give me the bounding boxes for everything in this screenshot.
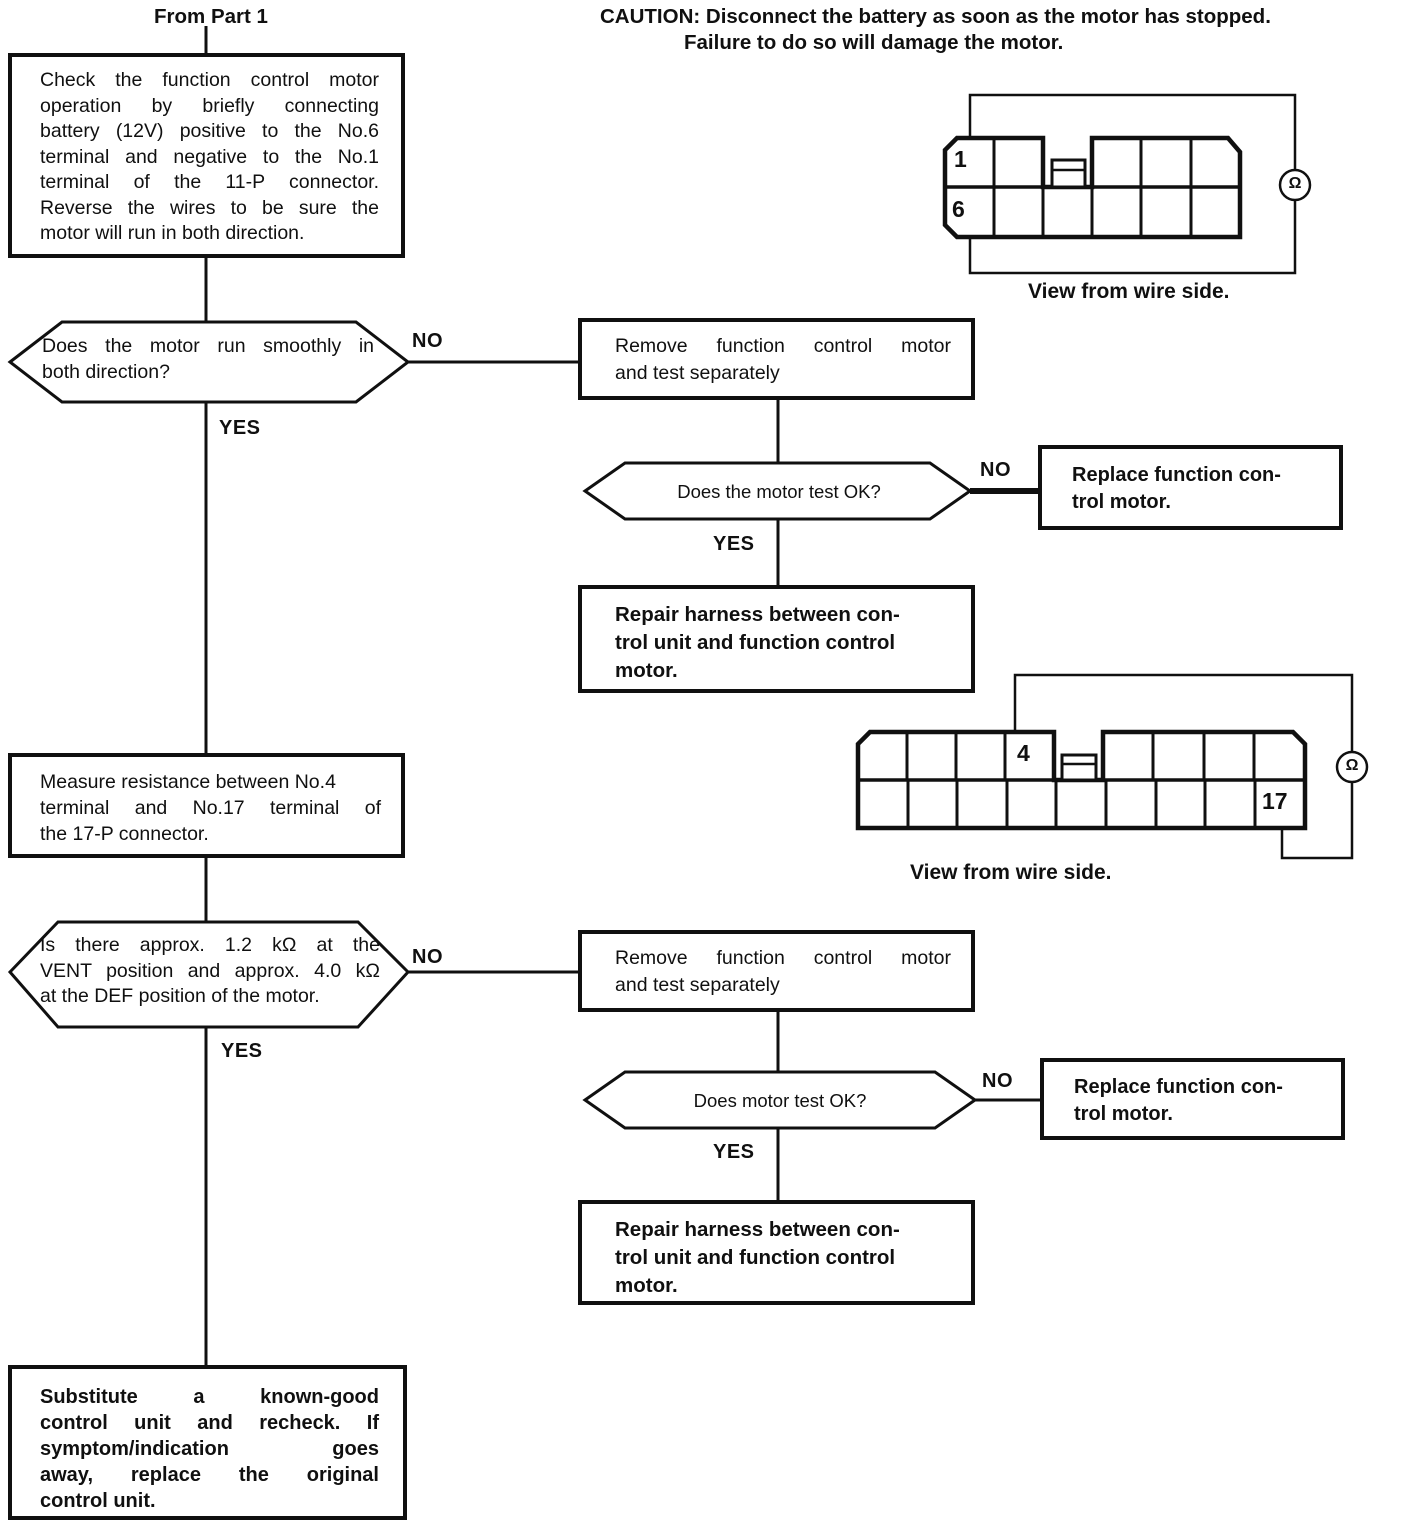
no-label-2: NO xyxy=(980,459,1011,481)
step-line: Measure resistance between No.4 xyxy=(40,771,336,793)
decision-line: at the DEF position of the motor. xyxy=(40,985,320,1007)
pin-4-label: 4 xyxy=(1017,740,1030,766)
decision-resistance: Is there approx. 1.2 kΩ at the VENT posi… xyxy=(40,933,380,1010)
step-line: Check the function control motor xyxy=(40,69,379,91)
from-part-label: From Part 1 xyxy=(154,5,268,28)
step-line: terminal and negative to the No.1 xyxy=(40,145,379,168)
decision-line: Does the motor run smoothly in xyxy=(42,335,374,357)
step-line: Remove function control motor xyxy=(615,335,951,357)
ohmmeter-icon xyxy=(1278,168,1312,202)
step-measure-resistance: Measure resistance between No.4 terminal… xyxy=(8,753,405,858)
action-line: trol unit and function control xyxy=(615,1246,896,1269)
no-label-1: NO xyxy=(412,330,443,352)
pin-17-label: 17 xyxy=(1262,788,1288,814)
ohmmeter-icon xyxy=(1335,750,1369,784)
yes-label-2: YES xyxy=(713,533,755,555)
hexagon-resistance xyxy=(7,920,411,1029)
step-line: motor will run in both direction. xyxy=(40,222,305,244)
yes-label-3: YES xyxy=(221,1040,263,1062)
step-line: operation by briefly connecting xyxy=(40,94,379,117)
decision-run-smoothly: Does the motor run smoothly in both dire… xyxy=(42,333,374,385)
action-line: motor. xyxy=(615,1274,678,1297)
step-line: Remove function control motor xyxy=(615,947,951,969)
action-line: Replace function con- xyxy=(1074,1076,1283,1098)
no-label-4: NO xyxy=(982,1070,1013,1092)
action-line: trol motor. xyxy=(1072,491,1171,513)
caution-note: CAUTION: Disconnect the battery as soon … xyxy=(600,4,1408,56)
hexagon-run-smoothly xyxy=(7,320,411,404)
action-replace-motor-1: Replace function con- trol motor. xyxy=(1038,445,1343,530)
action-line: Substitute a known-good xyxy=(40,1386,379,1408)
step-remove-motor-1: Remove function control motor and test s… xyxy=(578,318,975,400)
decision-line: VENT position and approx. 4.0 kΩ xyxy=(40,959,380,982)
connector-key-tab xyxy=(1050,158,1087,189)
decision-motor-test-2: Does motor test OK? xyxy=(693,1090,867,1111)
yes-label-1: YES xyxy=(219,417,261,439)
yes-label-4: YES xyxy=(713,1141,755,1163)
step-line: the 17-P connector. xyxy=(40,823,209,845)
view-from-wire-side-caption-1: View from wire side. xyxy=(1028,280,1230,303)
action-replace-motor-2: Replace function con- trol motor. xyxy=(1040,1058,1345,1140)
action-line: control unit and recheck. If xyxy=(40,1412,379,1434)
action-line: motor. xyxy=(615,659,678,682)
ohm-symbol: Ω xyxy=(1288,175,1302,192)
action-line: trol motor. xyxy=(1074,1103,1173,1125)
step-line: terminal and No.17 terminal of xyxy=(40,797,381,819)
action-line: symptom/indication goes xyxy=(40,1438,379,1460)
hexagon-motor-test-2 xyxy=(582,1070,978,1130)
flow-lines xyxy=(204,26,1042,1367)
step-line: terminal of the 11-P connector. xyxy=(40,171,379,193)
pin-6-label: 6 xyxy=(952,196,965,222)
connector-11p-diagram xyxy=(942,93,1312,275)
decision-hexagons xyxy=(7,320,978,1130)
action-line: Repair harness between con- xyxy=(615,1218,900,1241)
action-line: Replace function con- xyxy=(1072,464,1281,486)
action-line: Repair harness between con- xyxy=(615,603,900,626)
caution-line-2: Failure to do so will damage the motor. xyxy=(684,31,1064,54)
decision-line: Is there approx. 1.2 kΩ at the xyxy=(40,934,380,956)
decision-motor-test-1: Does the motor test OK? xyxy=(677,481,881,502)
action-repair-harness-2: Repair harness between con- trol unit an… xyxy=(578,1200,975,1305)
action-repair-harness-1: Repair harness between con- trol unit an… xyxy=(578,585,975,693)
step-line: Reverse the wires to be sure the xyxy=(40,196,379,219)
step-check-motor: Check the function control motor operati… xyxy=(8,53,405,258)
action-substitute-control-unit: Substitute a known-good control unit and… xyxy=(8,1365,407,1520)
action-line: control unit. xyxy=(40,1490,156,1512)
connector-17p-diagram xyxy=(855,673,1369,860)
step-line: battery (12V) positive to the No.6 xyxy=(40,120,379,142)
no-label-3: NO xyxy=(412,946,443,968)
step-line: and test separately xyxy=(615,974,780,996)
pin-1-label: 1 xyxy=(954,146,967,172)
connector-key-tab xyxy=(1060,753,1098,782)
step-remove-motor-2: Remove function control motor and test s… xyxy=(578,930,975,1012)
caution-line-1: CAUTION: Disconnect the battery as soon … xyxy=(600,5,1271,28)
action-line: away, replace the original xyxy=(40,1464,379,1486)
step-line: and test separately xyxy=(615,362,780,384)
ohm-symbol: Ω xyxy=(1345,757,1359,774)
view-from-wire-side-caption-2: View from wire side. xyxy=(910,861,1112,884)
hexagon-motor-test-1 xyxy=(582,461,973,521)
decision-line: both direction? xyxy=(42,361,170,383)
action-line: trol unit and function control xyxy=(615,631,896,654)
